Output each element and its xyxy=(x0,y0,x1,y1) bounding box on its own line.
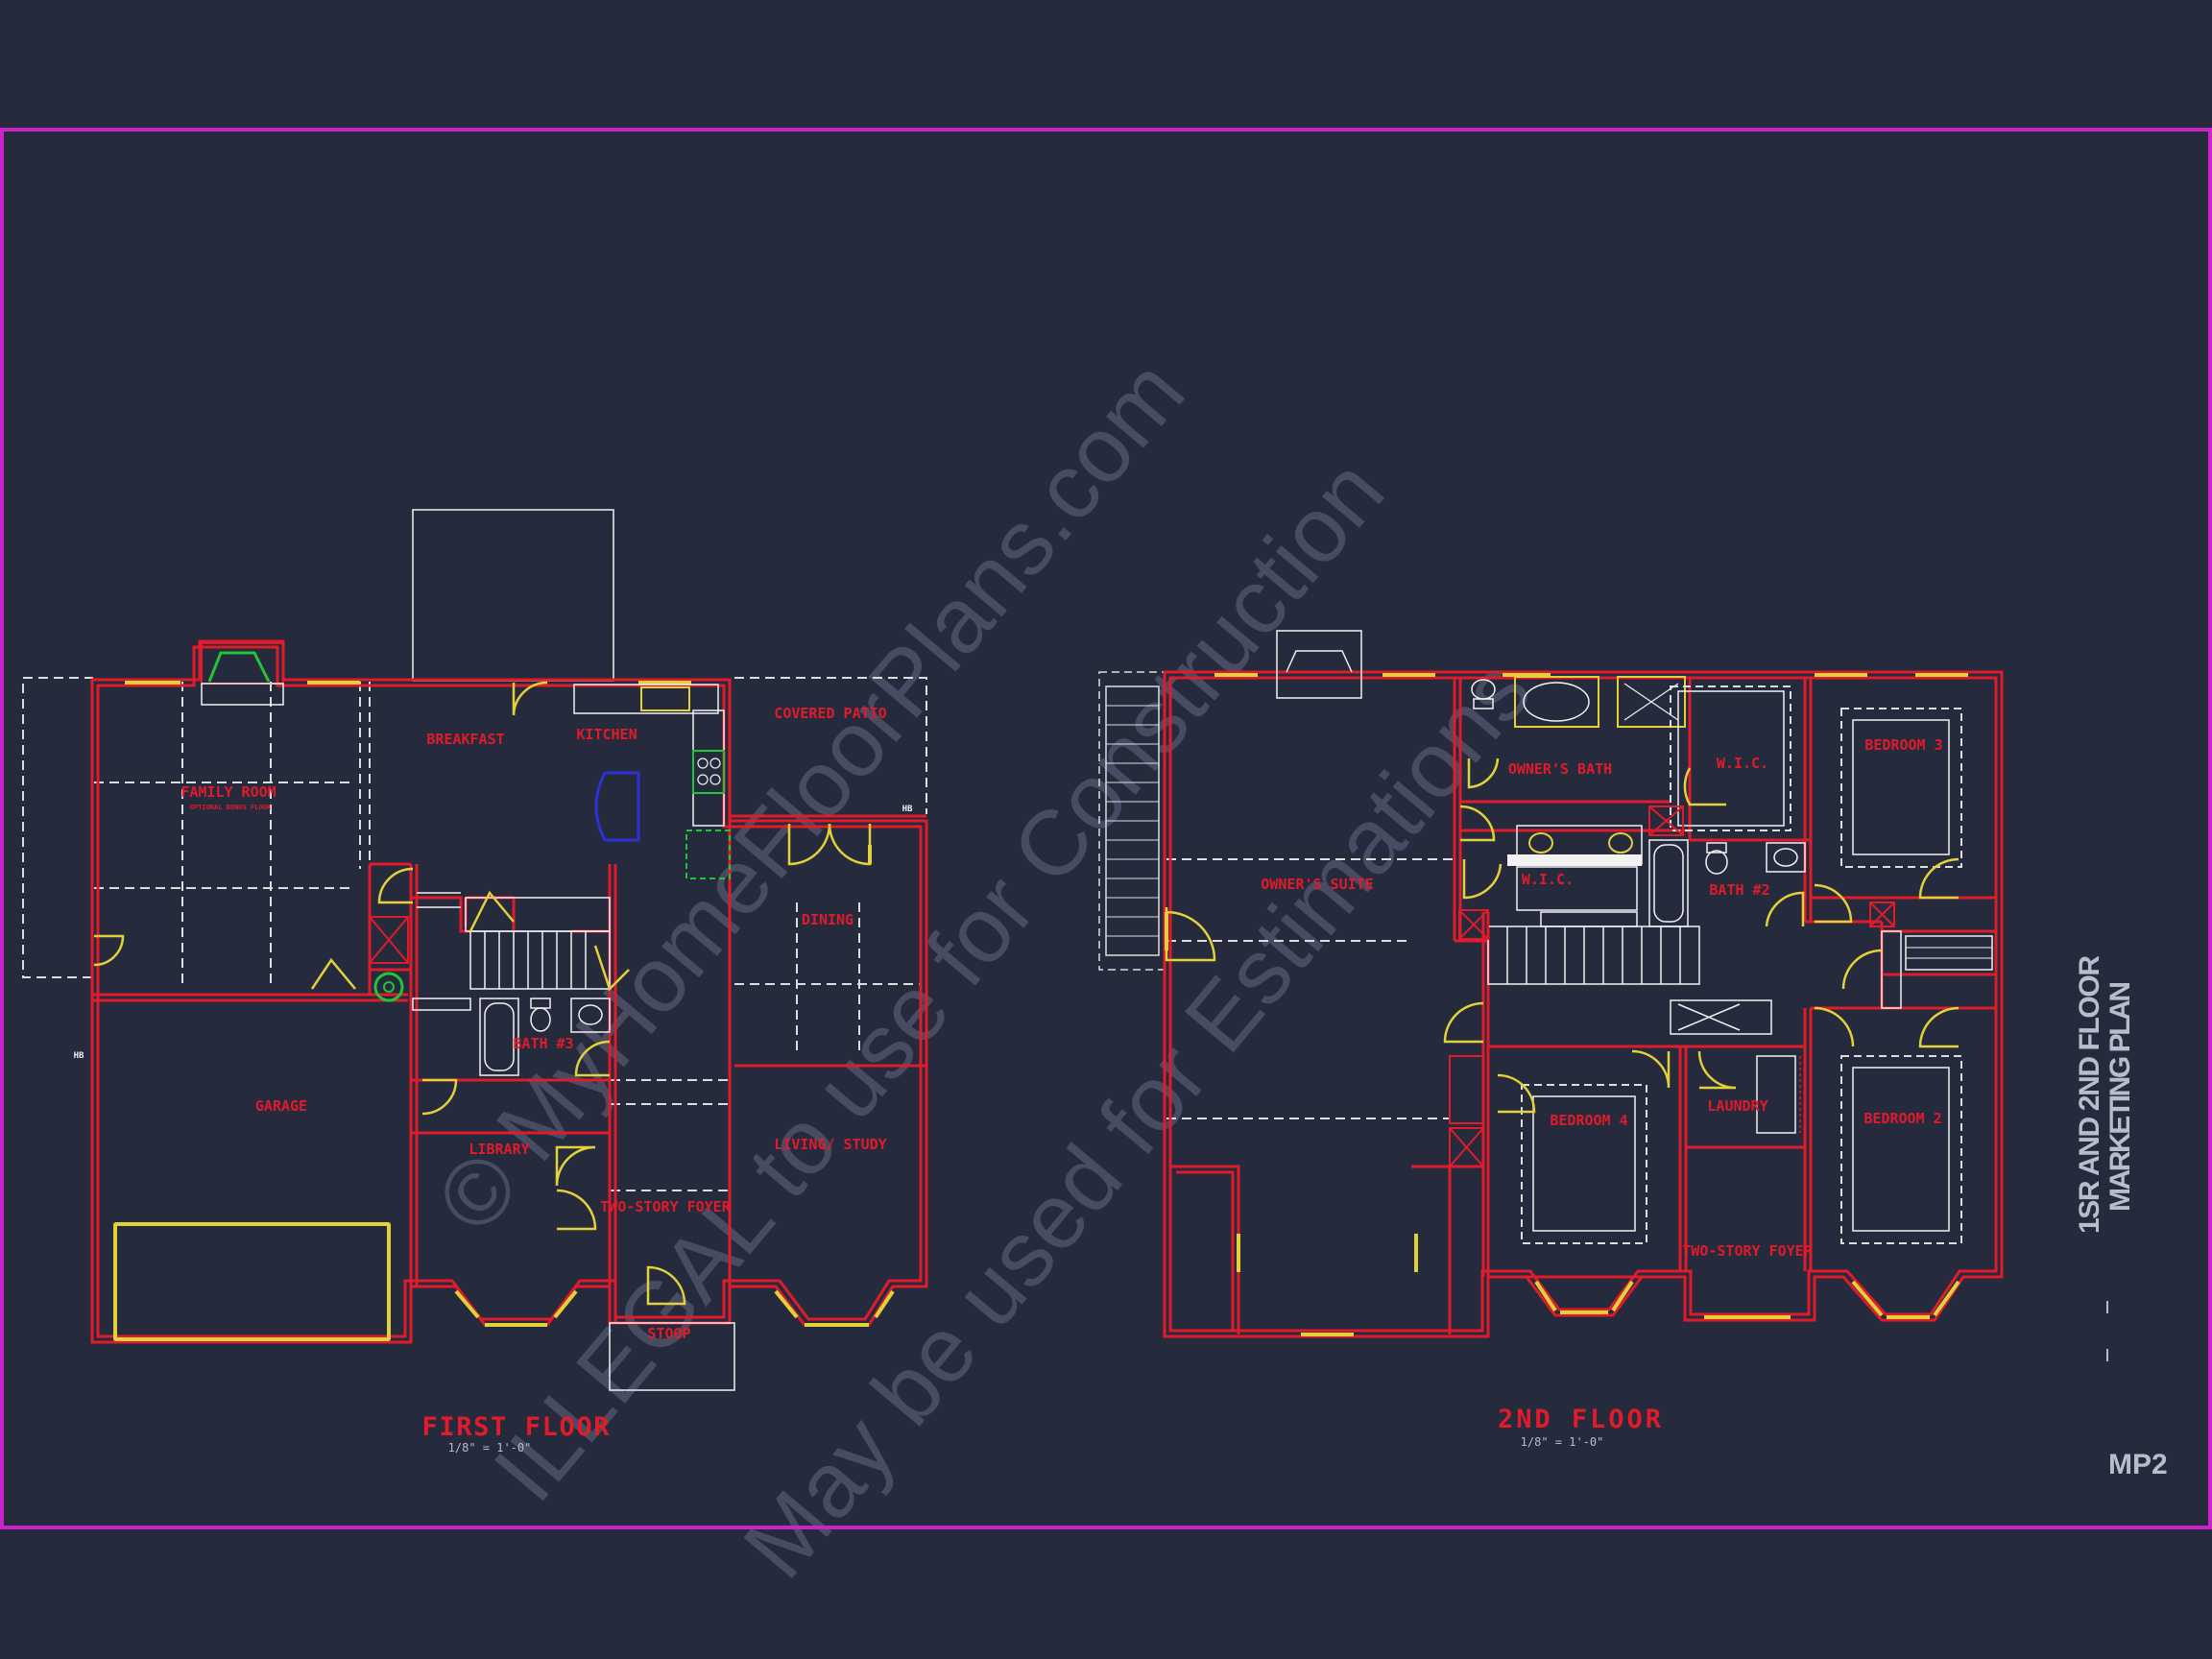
label-wic-upper: W.I.C. xyxy=(1717,755,1768,772)
label-kitchen: KITCHEN xyxy=(576,726,637,743)
second-floor-title: 2ND FLOOR xyxy=(1498,1405,1662,1434)
kitchen-fixtures xyxy=(573,684,731,879)
label-owners-bath: OWNER'S BATH xyxy=(1508,760,1612,778)
second-floor-labels: OWNER'S BATH W.I.C. BEDROOM 3 OWNER'S SU… xyxy=(1261,736,1942,1260)
second-floor-stairs xyxy=(1487,911,1801,1134)
first-floor-walls xyxy=(90,639,928,1344)
label-hose-bib-left: HB xyxy=(74,1051,84,1061)
second-floor-plan: OWNER'S BATH W.I.C. BEDROOM 3 OWNER'S SU… xyxy=(1098,630,2004,1449)
label-family-room: FAMILY ROOM xyxy=(180,783,276,801)
first-floor-closets xyxy=(369,916,409,964)
label-covered-patio: COVERED PATIO xyxy=(774,705,886,722)
watermark: © MyHomeFloorPlans.com ILLEGAL to use fo… xyxy=(417,341,1551,1597)
label-hose-bib-right: HB xyxy=(902,805,913,814)
sheet-title-line-1: 1SR AND 2ND FLOOR xyxy=(2074,955,2105,1234)
label-family-room-note: OPTIONAL BONUS FLOOR xyxy=(190,804,272,811)
sheet-frame xyxy=(0,128,2212,1529)
first-floor-scale: 1/8" = 1'-0" xyxy=(448,1441,532,1455)
label-owners-suite: OWNER'S SUITE xyxy=(1261,876,1373,893)
second-floor-walls xyxy=(1163,670,2004,1338)
label-wic-lower: W.I.C. xyxy=(1522,871,1574,888)
label-two-story-foyer-upper: TWO-STORY FOYER xyxy=(1682,1242,1813,1260)
sheet-title-block: 1SR AND 2ND FLOOR MARKETING PLAN MP2 xyxy=(2074,955,2168,1480)
label-bedroom-4: BEDROOM 4 xyxy=(1550,1112,1627,1129)
label-laundry: LAUNDRY xyxy=(1707,1097,1767,1115)
first-floor-labels: FAMILY ROOM OPTIONAL BONUS FLOOR BREAKFA… xyxy=(74,705,913,1342)
label-bath-2: BATH #2 xyxy=(1709,881,1769,899)
label-stoop: STOOP xyxy=(647,1325,690,1342)
label-library: LIBRARY xyxy=(469,1141,529,1158)
water-heater xyxy=(373,972,404,1002)
bath3-fixtures xyxy=(412,998,611,1076)
label-two-story-foyer: TWO-STORY FOYER xyxy=(600,1198,731,1215)
label-living-study: LIVING/ STUDY xyxy=(774,1136,886,1153)
first-floor-fireplace xyxy=(201,642,284,706)
owners-bath-fixtures xyxy=(1471,676,1791,866)
first-floor-plan: FAMILY ROOM OPTIONAL BONUS FLOOR BREAKFA… xyxy=(22,509,928,1455)
first-floor-doors xyxy=(93,681,872,1306)
second-floor-chimney xyxy=(1276,630,1362,699)
label-bedroom-3: BEDROOM 3 xyxy=(1864,736,1942,754)
garage-door xyxy=(113,1222,391,1341)
sheet-title-line-2: MARKETING PLAN xyxy=(2104,981,2136,1212)
label-garage: GARAGE xyxy=(255,1097,307,1115)
wic-shelf xyxy=(1516,866,1638,911)
rear-deck-outline xyxy=(412,509,614,682)
first-floor-stairs xyxy=(417,892,611,990)
second-floor-closets xyxy=(1449,805,1895,1167)
label-dining: DINING xyxy=(802,911,854,928)
first-floor-title: FIRST FLOOR xyxy=(422,1412,611,1442)
label-bedroom-2: BEDROOM 2 xyxy=(1863,1110,1941,1127)
bonus-bumpout xyxy=(22,677,93,978)
family-room-grid xyxy=(94,682,371,989)
suite-dashed xyxy=(1166,858,1455,1119)
label-bath3: BATH #3 xyxy=(513,1035,573,1052)
stoop-box xyxy=(609,1322,735,1391)
second-floor-doors xyxy=(1165,757,1960,1114)
bedroom-closets xyxy=(1521,708,1993,1244)
label-breakfast: BREAKFAST xyxy=(426,731,504,748)
second-floor-scale: 1/8" = 1'-0" xyxy=(1521,1435,1604,1449)
sheet-number: MP2 xyxy=(2108,1449,2168,1480)
